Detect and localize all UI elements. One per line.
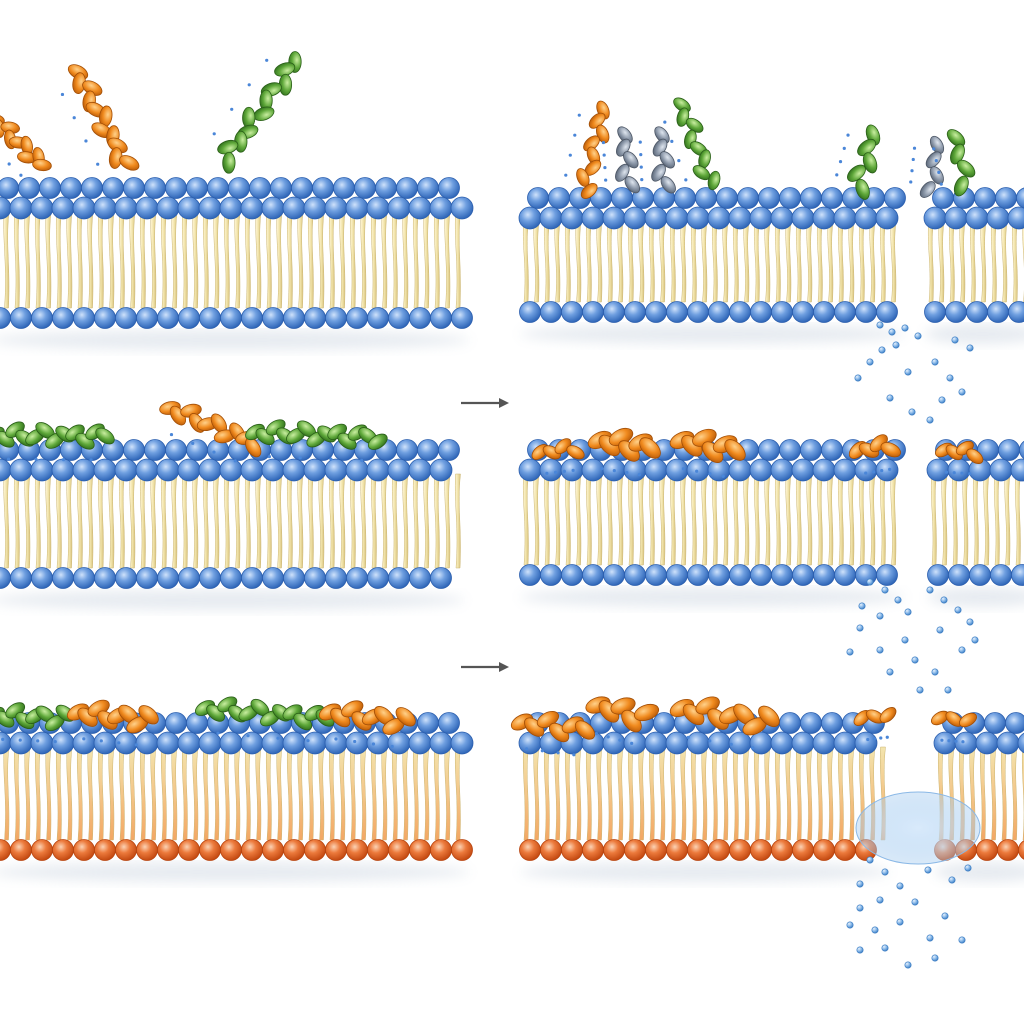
membrane-row1-after-right-lower-leaflet bbox=[924, 301, 1024, 323]
membrane-row3-after-right bbox=[933, 712, 1024, 861]
membrane-row1-before-upper-leaflet bbox=[0, 177, 474, 220]
peptide-row3-green-right bbox=[195, 696, 335, 743]
membrane-row1-after-left-lipid-tails bbox=[522, 221, 897, 303]
membrane-row2-after-right-lipid-tails bbox=[930, 473, 1021, 566]
membrane-row1-after-left-upper-leaflet bbox=[518, 187, 906, 230]
membrane-row3-before bbox=[0, 712, 474, 861]
peptide-row3-orange-left bbox=[66, 699, 159, 747]
peptide-row3-agg-a bbox=[510, 711, 596, 757]
membrane-row3-after-left-lower-leaflet bbox=[519, 839, 877, 861]
membrane-row1-after-right-shadow bbox=[925, 324, 1024, 344]
peptide-row3-agg-d bbox=[853, 707, 897, 742]
membrane-row3-before-lower-leaflet bbox=[0, 839, 473, 861]
membrane-row1-before bbox=[0, 177, 474, 329]
membrane-row1-after-left bbox=[518, 187, 906, 323]
water-row2-leak bbox=[846, 578, 979, 694]
membrane-row1-after-right-upper-leaflet bbox=[923, 187, 1024, 230]
water-row3-pore-pool bbox=[855, 791, 981, 865]
membrane-row1-after-left-lower-leaflet bbox=[519, 301, 898, 323]
membrane-row2-before-lipid-tails bbox=[3, 473, 461, 569]
peptide-row2-green-left bbox=[0, 421, 115, 462]
membrane-row2-after-left-lower-leaflet bbox=[519, 564, 898, 586]
water-leakage bbox=[846, 321, 981, 969]
membrane-row2-after-left-lipid-tails bbox=[522, 473, 897, 566]
membrane-row2-before-lower-leaflet bbox=[0, 567, 452, 589]
membrane-panels bbox=[0, 177, 1024, 861]
water-row3-leak bbox=[846, 856, 972, 969]
peptide-row1-inserted-gray-b bbox=[638, 126, 676, 194]
membrane-row2-before-shadow bbox=[0, 590, 465, 610]
peptide-row1-inserted-gray-c bbox=[909, 135, 945, 198]
membrane-row1-after-right bbox=[923, 187, 1024, 323]
peptide-row3-agg-b bbox=[585, 696, 660, 745]
membrane-row1-before-shadow bbox=[0, 330, 470, 350]
peptide-row2-agg-c bbox=[669, 428, 746, 478]
membrane-row3-after-left-lipid-tails bbox=[522, 746, 886, 841]
arrow-row3 bbox=[461, 662, 509, 672]
peptide-row1-inserted-orange bbox=[564, 100, 610, 199]
peptide-row3-agg-e bbox=[931, 710, 977, 744]
membrane-row1-before-lower-leaflet bbox=[0, 307, 473, 329]
peptide-row1-inserted-green-b bbox=[835, 124, 881, 200]
arrow-row2 bbox=[461, 398, 509, 408]
membrane-row1-after-left-shadow bbox=[520, 324, 905, 344]
peptide-row1-inserted-green-a bbox=[663, 97, 721, 191]
membrane-row2-after-right-shadow bbox=[928, 587, 1024, 607]
membrane-row1-after-right-lipid-tails bbox=[927, 221, 1024, 303]
membrane-row3-before-shadow bbox=[0, 862, 470, 882]
membrane-row3-before-lipid-tails bbox=[3, 746, 461, 841]
membrane-row3-after-left-shadow bbox=[520, 862, 890, 882]
peptide-row1-orange-middle bbox=[60, 64, 140, 171]
peptide-row2-green-right bbox=[245, 419, 388, 462]
membrane-row2-before-upper-leaflet bbox=[0, 439, 460, 482]
peptide-row3-orange-right bbox=[318, 700, 416, 749]
stage-arrows bbox=[461, 398, 509, 672]
membrane-shadows bbox=[0, 324, 1024, 882]
peptide-row2-agg-b bbox=[587, 427, 661, 477]
membrane-row3-after-right-shadow bbox=[935, 862, 1024, 882]
peptide-row2-orange bbox=[159, 401, 262, 463]
peptide-row2-agg-e bbox=[935, 440, 984, 476]
peptide-row3-agg-c bbox=[669, 696, 780, 750]
peptide-row1-inserted-green-c bbox=[932, 129, 976, 197]
membrane-row3-after-left bbox=[518, 712, 886, 861]
water-row1-leak bbox=[854, 321, 974, 424]
peptide-row2-agg-a bbox=[531, 438, 585, 475]
peptide-row2-agg-d bbox=[848, 434, 901, 475]
peptide-row1-inserted-gray-a bbox=[601, 126, 641, 194]
peptides bbox=[0, 51, 984, 757]
membrane-row2-before bbox=[0, 439, 461, 589]
peptide-row1-green bbox=[212, 51, 302, 174]
peptide-row1-orange-left bbox=[0, 113, 52, 177]
membrane-row2-after-right-lower-leaflet bbox=[927, 564, 1024, 586]
membrane-row1-before-lipid-tails bbox=[3, 211, 461, 309]
membrane-row2-after-left-shadow bbox=[520, 587, 905, 607]
